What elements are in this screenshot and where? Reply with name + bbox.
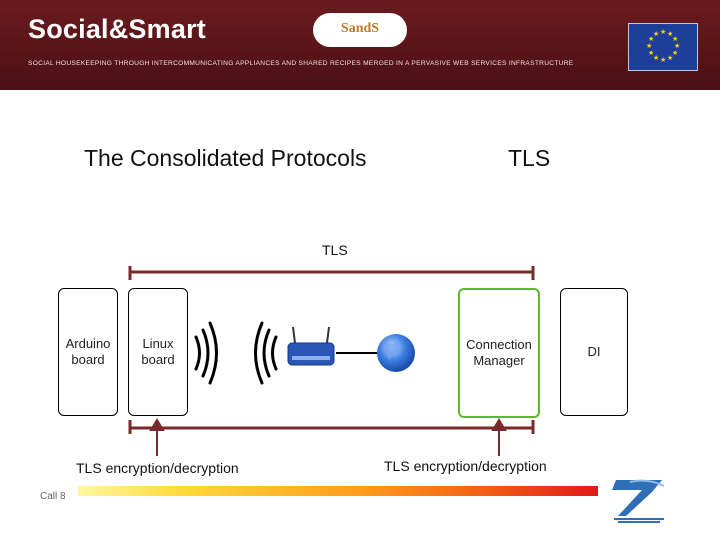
eu-flag-icon: ★ ★ ★ ★ ★ ★ ★ ★ ★ ★ ★ ★ xyxy=(628,23,698,71)
encryption-label-left: TLS encryption/decryption xyxy=(76,460,239,476)
svg-text:★: ★ xyxy=(672,35,678,43)
connection-manager-box: Connection Manager xyxy=(458,288,540,418)
fp7-logo-icon xyxy=(608,476,670,524)
svg-text:★: ★ xyxy=(660,56,666,64)
tls-bracket-label: TLS xyxy=(322,242,348,258)
slide-title: The Consolidated Protocols xyxy=(84,145,367,171)
di-box: DI xyxy=(560,288,628,416)
footer-gradient-bar xyxy=(78,486,598,496)
svg-text:★: ★ xyxy=(660,28,666,36)
encryption-label-right: TLS encryption/decryption xyxy=(384,458,547,474)
internet-globe-icon xyxy=(377,334,415,372)
project-tagline: SOCIAL HOUSEKEEPING THROUGH INTERCOMMUNI… xyxy=(28,60,574,67)
svg-text:★: ★ xyxy=(653,30,659,38)
logo-text: SandS xyxy=(340,21,380,36)
svg-text:★: ★ xyxy=(646,42,652,50)
top-bracket xyxy=(128,266,535,280)
svg-text:★: ★ xyxy=(648,35,654,43)
arrow-right xyxy=(491,418,507,456)
svg-text:★: ★ xyxy=(674,42,680,50)
arduino-board-label: Arduino board xyxy=(65,335,111,367)
call-label: Call 8 xyxy=(40,491,66,502)
header-banner: Social&Smart SandS SOCIAL HOUSEKEEPING T… xyxy=(0,0,720,90)
linux-board-box: Linux board xyxy=(128,288,188,416)
svg-text:★: ★ xyxy=(667,54,673,62)
slide-title-tls: TLS xyxy=(508,145,551,171)
arrow-left xyxy=(149,418,165,456)
bottom-bracket xyxy=(128,420,535,434)
svg-text:★: ★ xyxy=(672,49,678,57)
arduino-board-box: Arduino board xyxy=(58,288,118,416)
wifi-signal-right-icon xyxy=(254,321,278,385)
svg-text:★: ★ xyxy=(667,30,673,38)
router-icon xyxy=(287,326,335,366)
connection-manager-label: Connection Manager xyxy=(466,336,532,368)
sands-logo: SandS xyxy=(313,13,407,47)
wifi-signal-left-icon xyxy=(194,321,218,385)
linux-board-label: Linux board xyxy=(141,335,175,367)
di-label: DI xyxy=(587,343,601,359)
svg-text:★: ★ xyxy=(653,54,659,62)
svg-text:★: ★ xyxy=(648,49,654,57)
brand-title: Social&Smart xyxy=(28,14,206,44)
